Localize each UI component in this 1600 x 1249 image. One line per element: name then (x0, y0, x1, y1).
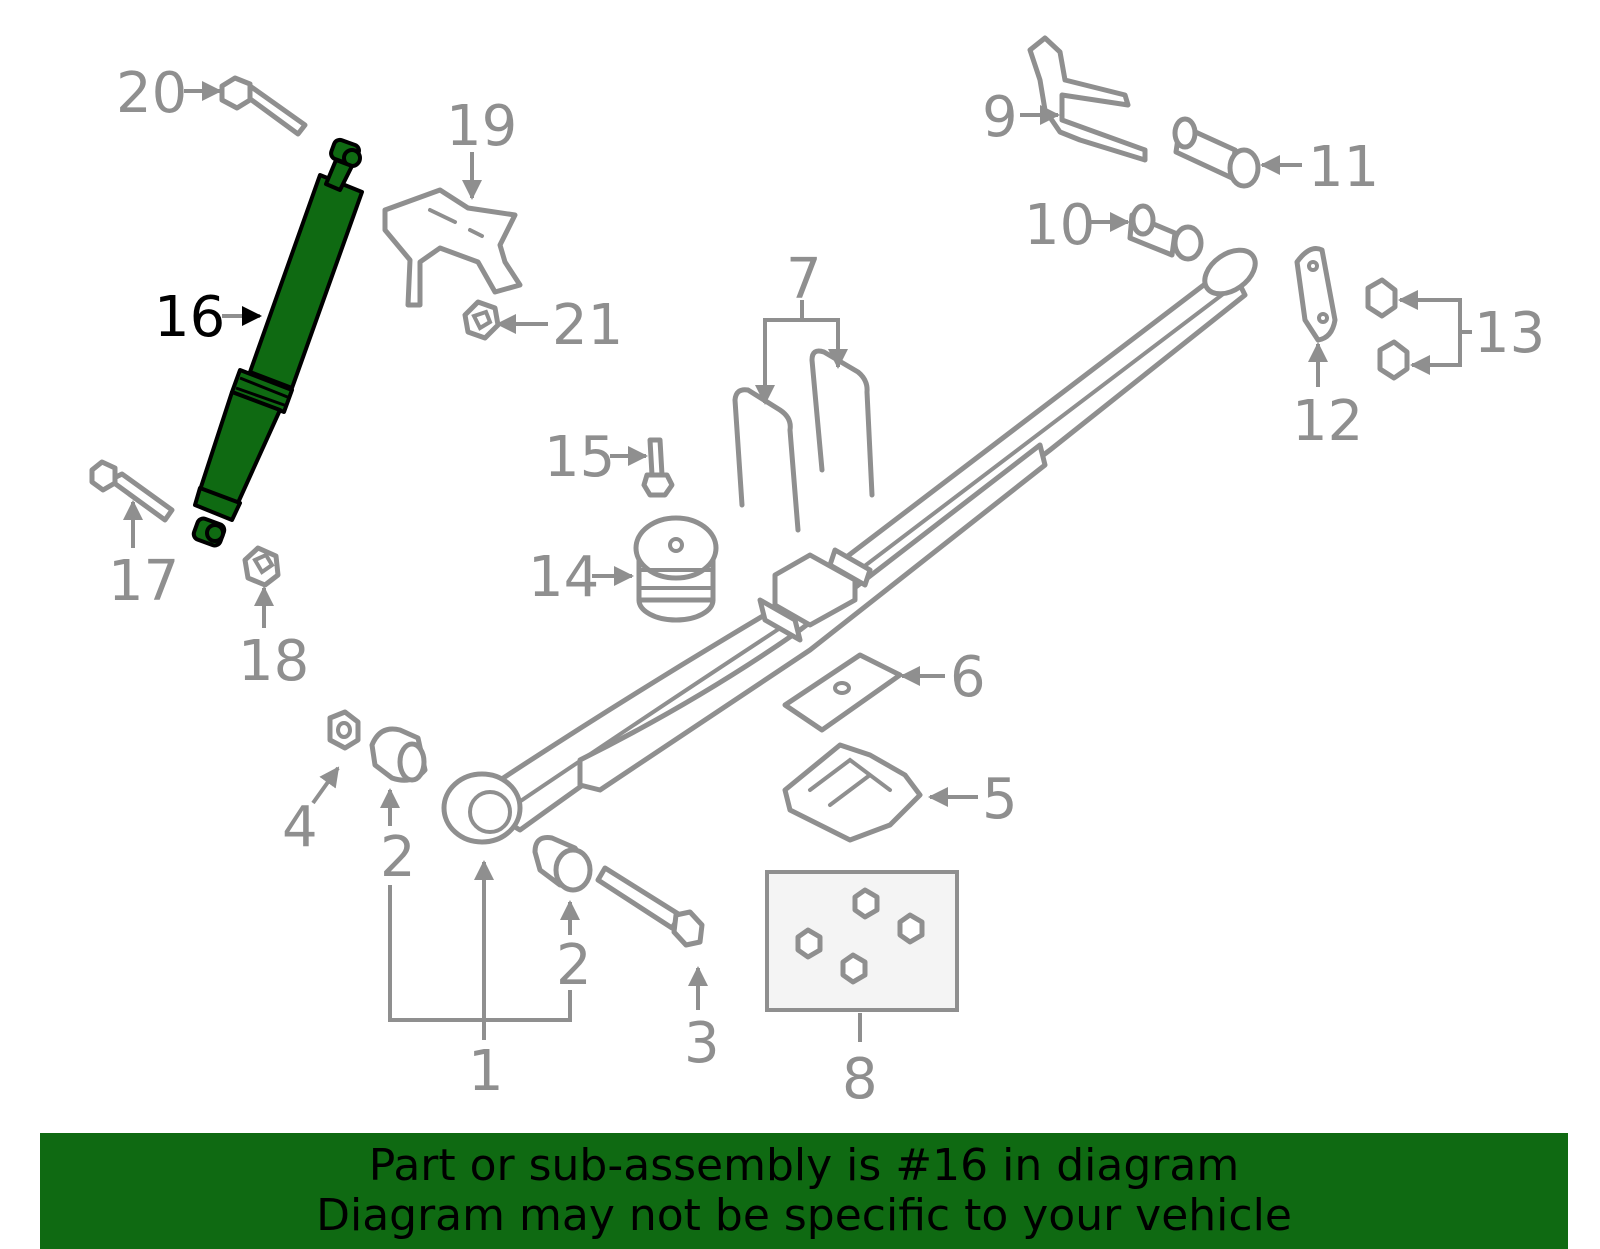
nut-kit-part-8[interactable] (765, 870, 959, 1012)
label-16: 16 (154, 285, 225, 350)
label-11: 11 (1308, 135, 1379, 200)
label-18: 18 (238, 629, 309, 694)
banner-line-2: Diagram may not be specific to your vehi… (316, 1190, 1292, 1241)
info-banner: Part or sub-assembly is #16 in diagram D… (40, 1133, 1568, 1249)
label-20: 20 (116, 61, 187, 126)
label-17: 17 (108, 549, 179, 614)
label-2-upper: 2 (380, 825, 416, 890)
parts-diagram: 20 19 21 16 17 18 9 11 10 7 12 13 15 14 … (89, 35, 1545, 1112)
banner-line-1: Part or sub-assembly is #16 in diagram (368, 1140, 1240, 1191)
label-7: 7 (786, 247, 822, 312)
pin-part-11[interactable] (1172, 116, 1261, 189)
label-14: 14 (528, 545, 599, 610)
pin-part-10[interactable] (1127, 203, 1204, 262)
label-4: 4 (282, 795, 318, 860)
bolt-part-15[interactable] (641, 437, 675, 498)
callout-labels: 20 19 21 16 17 18 9 11 10 7 12 13 15 14 … (108, 61, 1545, 1112)
nuts-part-13[interactable] (1365, 277, 1410, 381)
bolt-part-20[interactable] (219, 75, 308, 137)
label-9: 9 (982, 85, 1018, 150)
nut-part-4[interactable] (327, 709, 361, 751)
label-6: 6 (950, 645, 986, 710)
label-19: 19 (446, 94, 517, 159)
u-bolts-part-7[interactable] (732, 348, 875, 533)
label-3: 3 (684, 1011, 720, 1076)
label-12: 12 (1292, 389, 1363, 454)
spring-seat-part-5[interactable] (782, 742, 923, 843)
label-13: 13 (1474, 301, 1545, 366)
plate-part-6[interactable] (782, 652, 903, 733)
bump-stop-part-14[interactable] (633, 515, 719, 623)
leaf-spring-part-1[interactable] (441, 241, 1263, 845)
bracket-part-19[interactable] (382, 187, 523, 308)
label-1: 1 (468, 1039, 504, 1104)
label-8: 8 (842, 1047, 878, 1112)
bolt-part-3[interactable] (595, 865, 705, 948)
bolt-part-17[interactable] (89, 459, 175, 523)
nut-part-21[interactable] (462, 299, 501, 341)
leader-lines (123, 81, 1472, 1042)
link-plate-part-12[interactable] (1294, 246, 1338, 343)
bushing-part-2-lower[interactable] (532, 835, 593, 893)
label-5: 5 (982, 767, 1018, 832)
label-15: 15 (544, 425, 615, 490)
shock-absorber-part-16[interactable] (191, 137, 364, 548)
nut-part-18[interactable] (242, 545, 281, 588)
label-10: 10 (1024, 193, 1095, 258)
shackle-part-9[interactable] (1027, 35, 1148, 163)
label-2-lower: 2 (556, 933, 592, 998)
label-21: 21 (552, 293, 623, 358)
bushing-part-2-upper[interactable] (369, 726, 428, 783)
